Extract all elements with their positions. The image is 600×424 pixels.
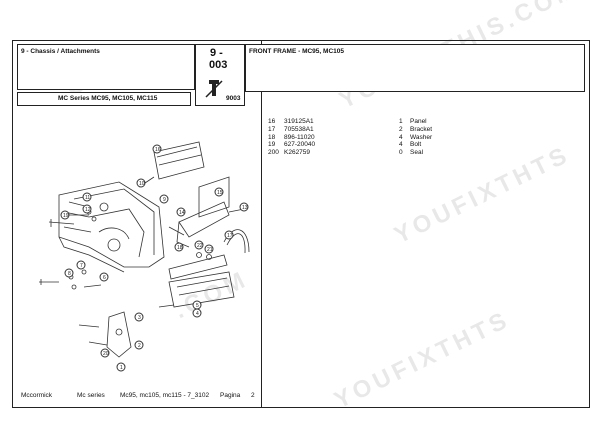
callout-label: 14 [179,210,185,216]
callout-label: 7 [80,263,83,269]
series-box: MC Series MC95, MC105, MC115 [17,92,191,106]
section-title-box: 9 - Chassis / Attachments [17,44,195,90]
footer-page-number: 2 [251,392,255,399]
callout-label: 2 [138,343,141,349]
part-number: 627-20040 [284,141,316,149]
part-number: 319125A1 [284,118,314,125]
footer-brand: Mccormick [21,392,53,399]
section-title: 9 - Chassis / Attachments [21,48,100,55]
parts-sheet: 9 - Chassis / Attachments 9 - 003 9003 M… [12,40,590,408]
callout-label: 18 [177,245,183,251]
callout-label: 13 [242,205,248,211]
assembly-title: FRONT FRAME - MC95, MC105 [249,48,344,55]
page-code-box: 9 - 003 9003 [195,44,245,106]
bolt-icon [205,80,223,98]
callout-label: 10 [139,181,145,187]
page-code-line1: 9 - [210,47,223,59]
callout-label: 16 [155,147,161,153]
callout-label: 9 [163,197,166,203]
part-qty: 1 [399,118,403,125]
part-qty: 4 [399,141,403,149]
callout-label: 19 [63,213,69,219]
vertical-divider [261,41,262,407]
part-number: K262759 [284,149,311,157]
callout-label: 21 [207,247,213,253]
callout-label: 12 [85,207,91,213]
part-desc: Washer [410,133,433,141]
callout-label: 3 [138,315,141,321]
footer-models: Mc95, mc105, mc115 - 7_3102 [120,392,210,399]
series-label: MC Series MC95, MC105, MC115 [58,95,158,102]
page-code-line2: 003 [209,59,228,71]
part-qty: 0 [399,149,403,157]
callout-label: 1 [120,365,123,371]
callout-label: 8 [68,271,71,277]
footer-series: Mc series [77,392,105,399]
part-ref: 17 [268,125,276,133]
part-ref: 19 [268,141,276,149]
callout-label: 22 [197,243,203,249]
callout-label: 6 [103,275,106,281]
part-ref: 16 [268,118,276,125]
ref-code: 9003 [226,95,241,102]
exploded-diagram: 16 13 15 11 12 19 10 9 14 7 8 6 5 4 3 2 … [39,141,250,372]
callout-label: 17 [227,233,233,239]
part-desc: Bracket [410,125,433,133]
callout-label: 11 [85,195,90,201]
part-qty: 2 [399,125,403,133]
part-number: 896-11020 [284,133,315,141]
callout-label: 15 [217,190,223,196]
part-desc: Seal [410,149,424,157]
callout-label: 5 [196,303,199,309]
part-desc: Bolt [410,141,422,149]
part-ref: 200 [268,149,279,157]
part-ref: 18 [268,133,276,141]
callout-label: 4 [196,311,199,317]
part-number: 705538A1 [284,125,314,133]
callout-label: 20 [103,351,109,357]
part-desc: Panel [410,118,427,125]
part-qty: 4 [399,133,403,141]
assembly-title-box: FRONT FRAME - MC95, MC105 [245,44,585,92]
footer-page-label: Pagina [220,392,241,399]
